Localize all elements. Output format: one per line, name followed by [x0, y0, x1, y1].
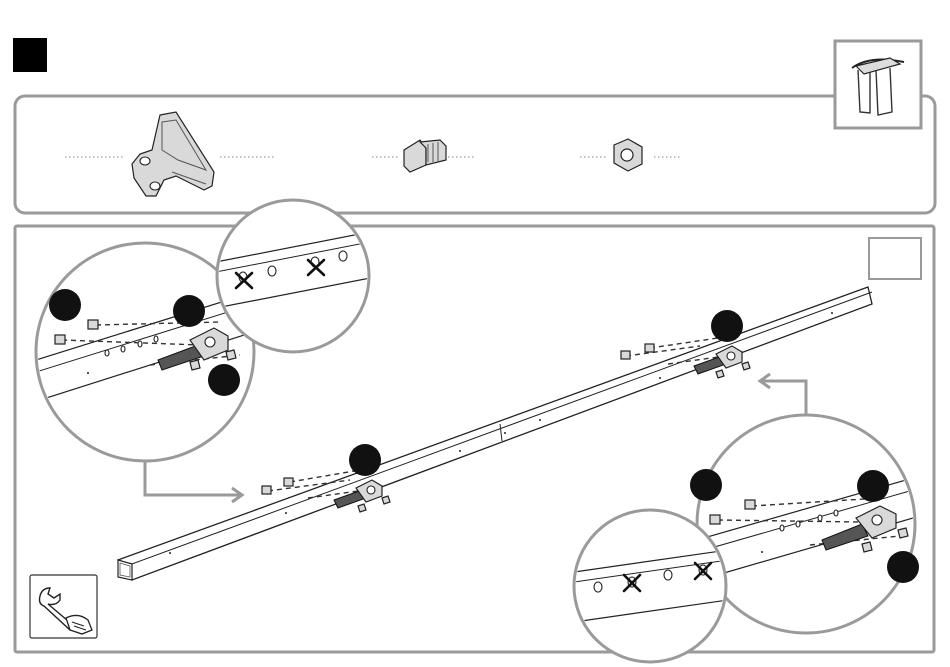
- gloves-box: [835, 41, 921, 128]
- marker-3: [208, 364, 240, 396]
- marker-2: [173, 295, 205, 327]
- empty-box-icon: [869, 238, 921, 279]
- marker-5: [711, 310, 743, 342]
- zoom-circle-bottom: [574, 510, 728, 662]
- marker-4: [349, 444, 381, 476]
- marker-7: [857, 470, 889, 502]
- wrench-box: [30, 575, 97, 638]
- marker-1: [49, 289, 81, 321]
- zoom-circle-top: [216, 200, 370, 352]
- marker-8: [887, 551, 919, 583]
- marker-6: [690, 469, 722, 501]
